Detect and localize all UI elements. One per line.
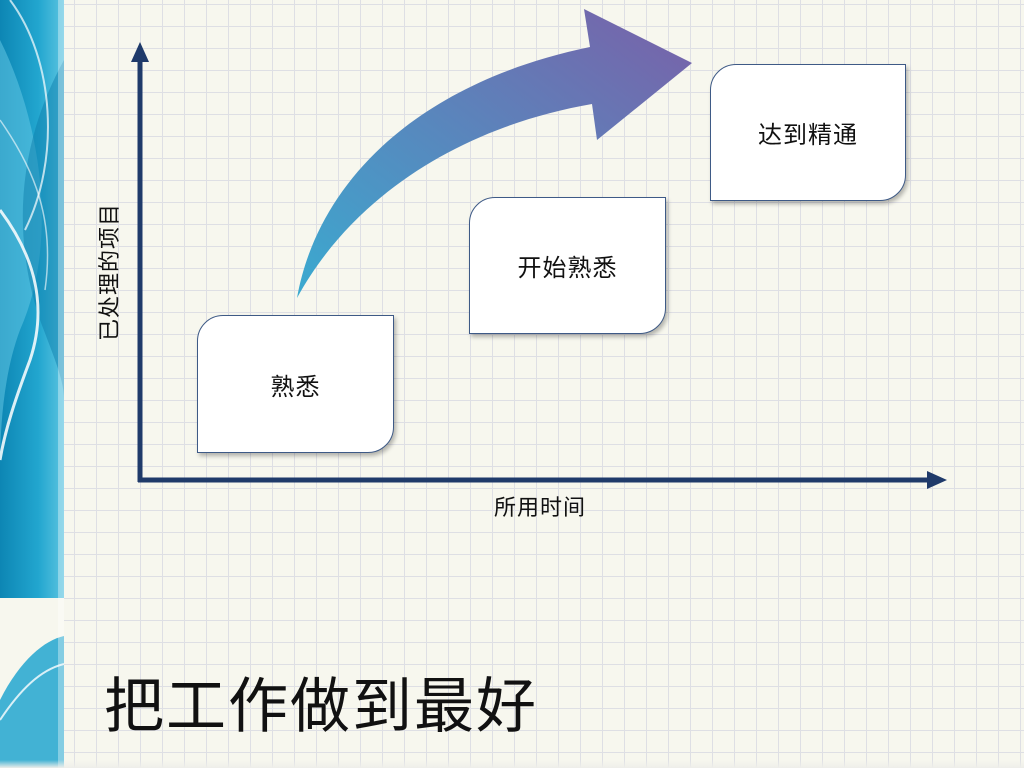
side-decoration-band [0,0,64,768]
curved-arrow-icon [297,9,692,298]
x-axis-arrowhead [927,471,947,489]
stage-label: 开始熟悉 [517,254,618,282]
stage-box-mastery: 达到精通 [710,64,906,201]
slide-title: 把工作做到最好 [104,672,538,742]
bottom-strip [0,760,1024,768]
stage-box-familiar: 熟悉 [197,315,394,453]
x-axis-label: 所用时间 [493,496,587,521]
stage-label: 熟悉 [270,372,321,401]
stage-box-becoming-familiar: 开始熟悉 [469,197,666,334]
side-wave-graphic [0,0,64,768]
stage-label: 达到精通 [758,121,858,149]
y-axis-label: 已处理的项目 [98,202,123,342]
y-axis-arrowhead [131,42,149,62]
